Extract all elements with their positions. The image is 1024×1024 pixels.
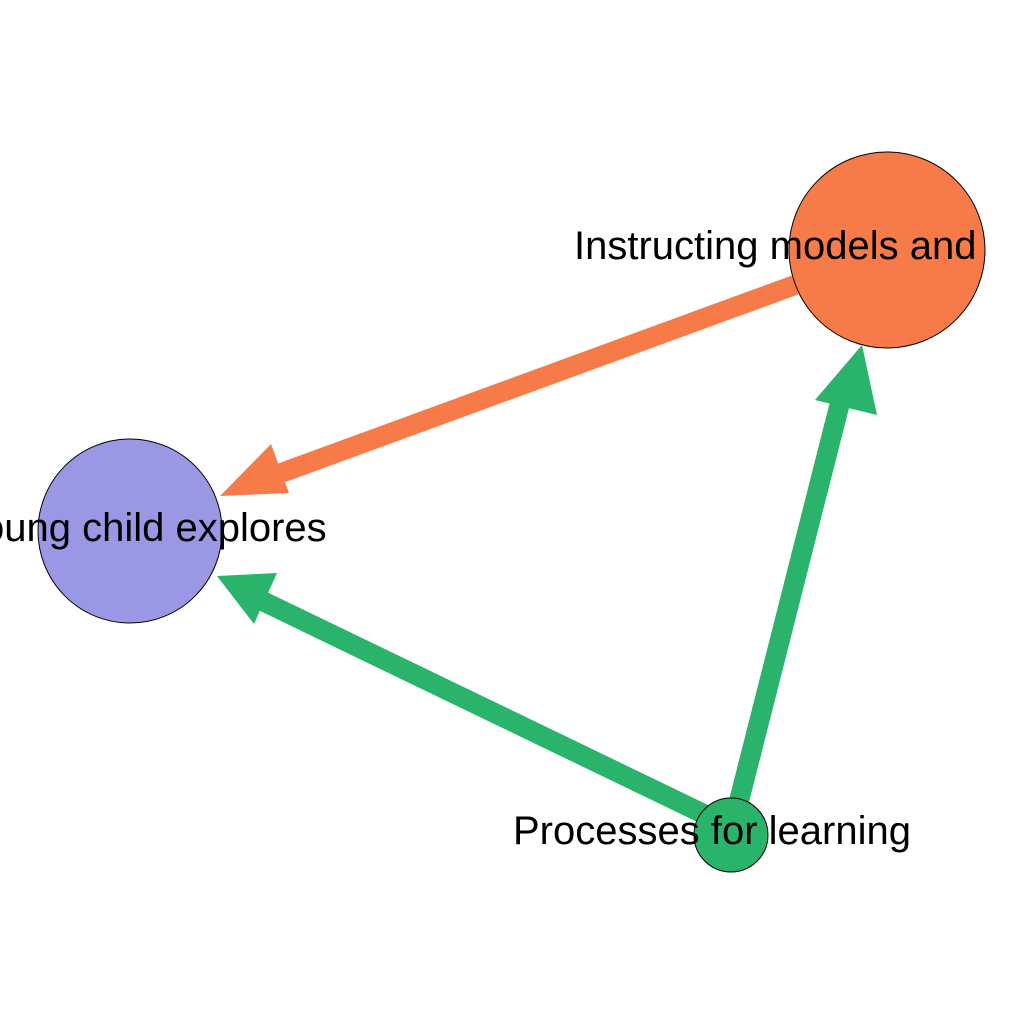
node-label: young child explores [0, 506, 327, 550]
node-circle[interactable] [693, 797, 769, 873]
node-label: Instructing models and [574, 224, 976, 268]
edges [217, 275, 877, 828]
node-circle[interactable] [788, 151, 986, 349]
edge-line [258, 275, 799, 490]
arrowhead-icon [217, 573, 277, 624]
node-circle[interactable] [37, 438, 223, 624]
node-processes[interactable]: Processes for learning [513, 797, 911, 873]
node-child[interactable]: young child explores [0, 438, 327, 624]
arrowhead-icon [815, 345, 877, 415]
node-instructing[interactable]: Instructing models and [574, 151, 986, 349]
edge-line [728, 392, 852, 808]
node-label: Processes for learning [513, 809, 911, 853]
edge-line [245, 585, 717, 828]
nodes: Instructing models and young child explo… [0, 151, 986, 873]
arrowhead-icon [220, 444, 289, 496]
edge-processes-to-instructing [728, 345, 877, 808]
edge-processes-to-child [217, 573, 717, 828]
edge-instructing-to-child [220, 275, 799, 496]
